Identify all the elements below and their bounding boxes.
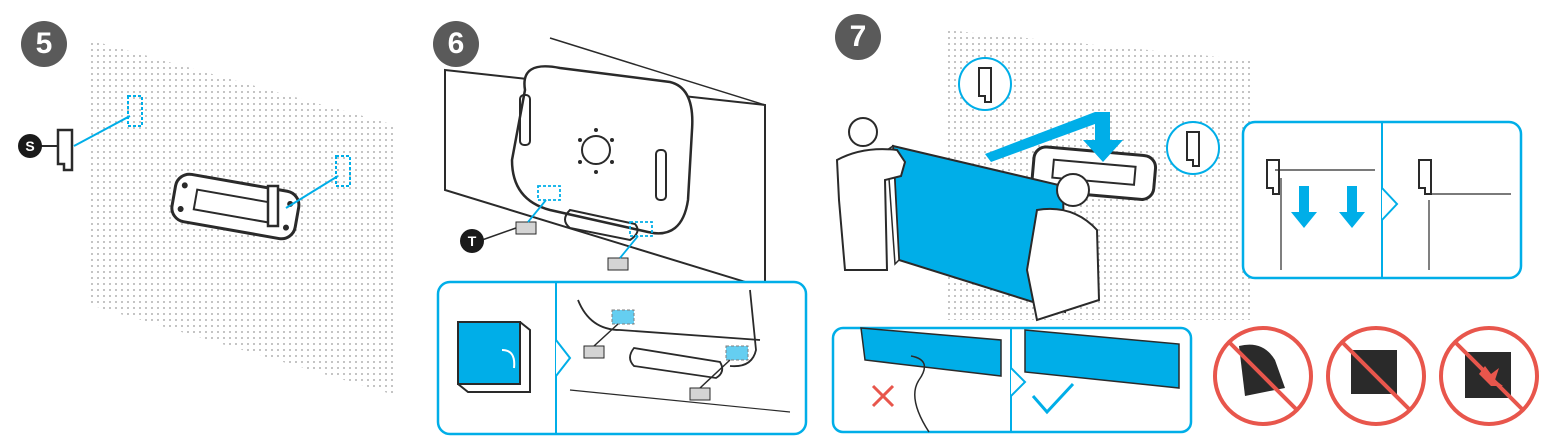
mount-plate — [510, 65, 694, 242]
target-slot-right — [335, 155, 351, 187]
no-impact-icon — [1439, 326, 1539, 426]
no-foot-step-icon — [1213, 326, 1313, 426]
step-7-panel: 7 — [815, 0, 1555, 442]
step-5-illustration — [40, 40, 395, 395]
peel-pad-illustration — [457, 321, 531, 393]
part-label-t: T — [460, 229, 484, 253]
step-6-illustration — [436, 37, 808, 436]
inset-frame — [436, 280, 808, 436]
part-label-s: S — [18, 134, 42, 158]
person-left — [835, 117, 907, 271]
no-pressure-icon — [1326, 326, 1426, 426]
person-right — [1025, 173, 1101, 322]
arrow-down-2 — [1339, 186, 1365, 228]
step-5-badge: 5 — [21, 21, 67, 67]
step-5-panel: 5 S — [0, 0, 420, 442]
cross-icon — [871, 384, 895, 408]
step-6-badge: 6 — [433, 21, 479, 67]
arrow-down-1 — [1291, 186, 1317, 228]
step-number: 6 — [447, 27, 465, 60]
hook-part-left — [56, 128, 74, 172]
pad-target-left — [537, 185, 561, 201]
step-number: 7 — [849, 20, 867, 53]
check-icon — [1031, 382, 1075, 415]
step-7-badge: 7 — [835, 14, 881, 60]
step-7-illustration — [831, 30, 1539, 434]
step-6-panel: 6 — [420, 0, 815, 442]
down-arrow — [985, 112, 1123, 162]
pad-target-right — [629, 221, 653, 237]
step-number: 5 — [35, 27, 53, 60]
pad-left — [515, 221, 537, 235]
target-slot-left — [127, 95, 143, 127]
hook-part-mounted — [266, 184, 280, 228]
pad-right — [607, 257, 629, 271]
